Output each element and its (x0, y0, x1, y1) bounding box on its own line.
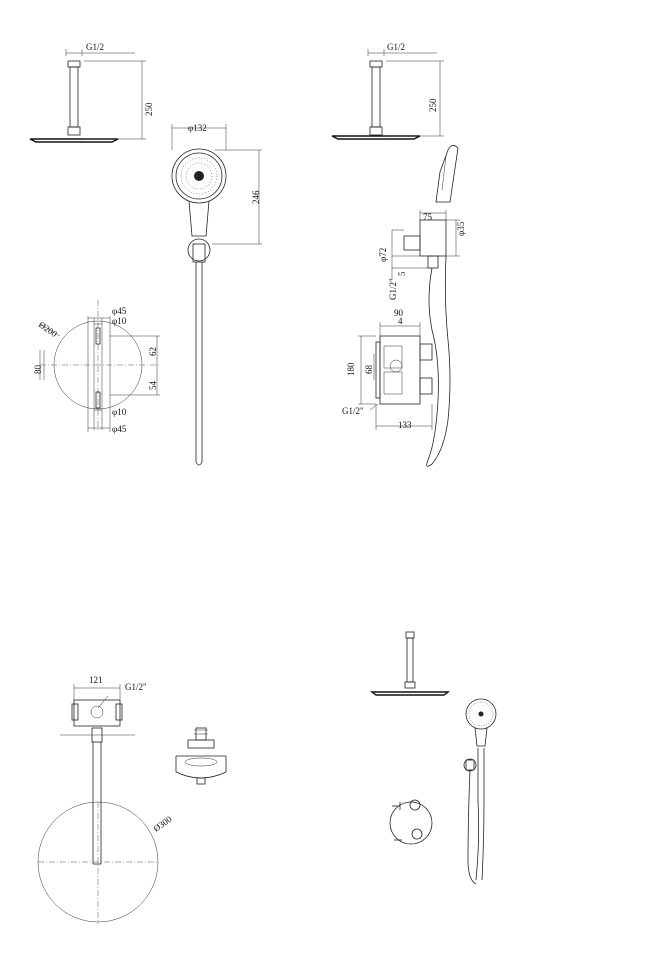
arm-thread-label: G1/2" (125, 682, 147, 692)
rain-shower-head-icon (331, 49, 444, 140)
head1-height-label: 250 (144, 102, 154, 116)
plate-h-label: 80 (33, 365, 43, 375)
rain-dia-label: Ø300 (151, 814, 174, 834)
diverter-valve-icon (358, 322, 433, 430)
holder-dia35-label: φ35 (456, 221, 466, 236)
knob-top-dia-label: φ45 (112, 306, 127, 316)
wall-arm-icon (60, 684, 135, 865)
holder-thread-label: G1/2" (388, 278, 398, 300)
rain-shower-head-icon (29, 49, 146, 143)
plate-dia-label: Ø200 (37, 319, 60, 339)
valve-90-label: 90 (394, 308, 404, 318)
hand-len-label: 246 (251, 190, 261, 204)
valve-thread-label: G1/2" (342, 406, 364, 416)
valve-133-label: 133 (398, 420, 412, 430)
holder-5-label: 5 (397, 271, 407, 276)
knob-gap-top-label: 62 (148, 347, 158, 356)
holder-w-label: 75 (423, 212, 433, 222)
knob-bot-dia-label: φ45 (112, 424, 127, 434)
arm-121-label: 121 (89, 675, 103, 685)
knob-top-stem-label: φ10 (112, 316, 127, 326)
knob-bot-stem-label: φ10 (112, 407, 127, 417)
round-rain-head-icon (37, 801, 159, 924)
valve-4-label: 4 (398, 316, 403, 326)
hand-dia-label: φ132 (188, 123, 207, 133)
valve-68-label: 68 (364, 365, 374, 375)
shower-set-assembly-icon (369, 631, 497, 885)
mixer-plate-icon (39, 300, 160, 432)
head2-height-label: 250 (428, 98, 438, 112)
valve-180-label: 180 (346, 362, 356, 376)
head1-thread-label: G1/2 (86, 42, 104, 52)
hand-shower-icon (171, 124, 262, 466)
wall-elbow-holder-icon (391, 145, 460, 467)
knob-gap-bot-label: 54 (148, 381, 158, 391)
holder-dia72-label: φ72 (378, 248, 388, 262)
head2-thread-label: G1/2 (387, 42, 405, 52)
ceiling-connector-icon (175, 727, 227, 785)
